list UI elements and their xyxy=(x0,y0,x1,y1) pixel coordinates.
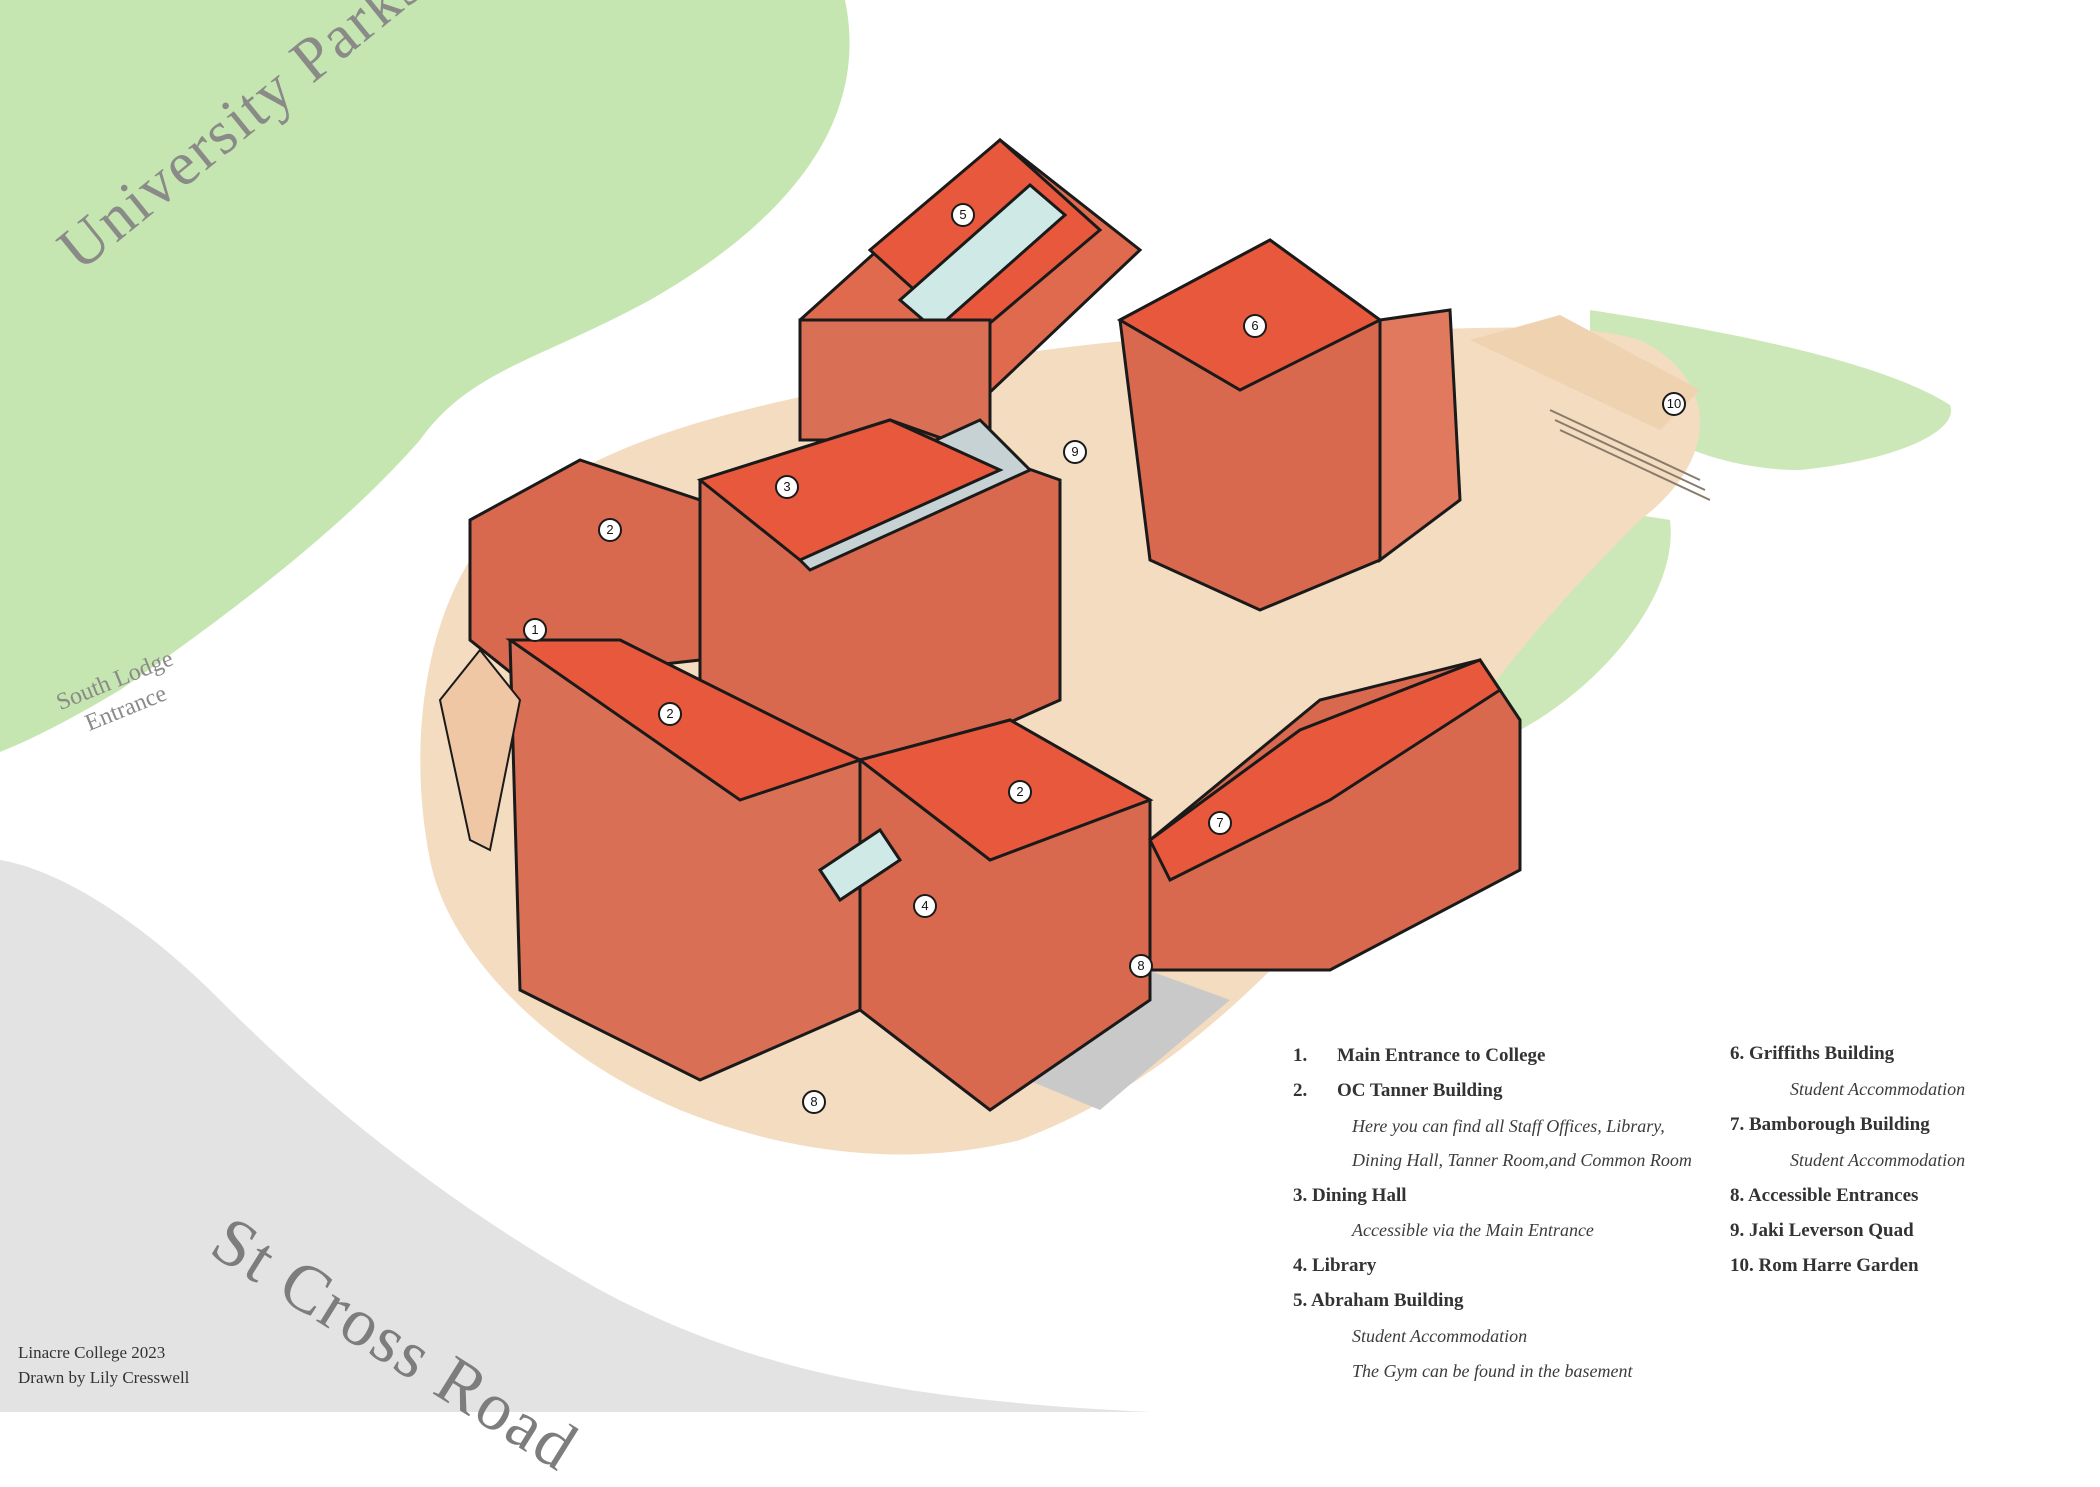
building-bamborough xyxy=(1148,658,1522,972)
legend-item-2-desc-2: Dining Hall, Tanner Room,and Common Room xyxy=(1352,1150,1692,1170)
marker-6[interactable]: 6 xyxy=(1243,314,1267,338)
legend-item-4: 4. Library xyxy=(1293,1255,1377,1276)
building-abraham xyxy=(798,138,1143,442)
marker-4[interactable]: 4 xyxy=(913,894,937,918)
legend-item-10: 10. Rom Harre Garden xyxy=(1730,1255,1919,1276)
legend-item-8: 8. Accessible Entrances xyxy=(1730,1185,1919,1206)
credits-line-2: Drawn by Lily Cresswell xyxy=(18,1368,190,1387)
campus-map xyxy=(0,0,1952,1412)
building-dining-hall xyxy=(696,418,1062,782)
marker-2a[interactable]: 2 xyxy=(598,518,622,542)
legend-item-2-index: 2. xyxy=(1293,1080,1308,1101)
legend-item-3: 3. Dining Hall xyxy=(1293,1185,1407,1206)
marker-8a[interactable]: 8 xyxy=(1129,954,1153,978)
legend-item-7: 7. Bamborough Building xyxy=(1730,1114,1930,1135)
legend-item-2: OC Tanner Building xyxy=(1337,1080,1503,1101)
marker-10[interactable]: 10 xyxy=(1662,392,1686,416)
credits: Linacre College 2023 Drawn by Lily Cress… xyxy=(18,1340,189,1390)
legend-item-6-desc: Student Accommodation xyxy=(1790,1079,1966,1099)
marker-2c[interactable]: 2 xyxy=(1008,780,1032,804)
legend-item-1-index: 1. xyxy=(1293,1045,1308,1066)
path-to-garden xyxy=(1470,315,1700,430)
legend-item-7-desc: Student Accommodation xyxy=(1790,1150,1966,1170)
legend-item-5-desc-1: Student Accommodation xyxy=(1352,1326,1528,1346)
marker-2b[interactable]: 2 xyxy=(658,702,682,726)
university-parks-area xyxy=(0,0,850,752)
garden-steps xyxy=(1549,409,1711,501)
marker-5[interactable]: 5 xyxy=(951,203,975,227)
marker-3[interactable]: 3 xyxy=(775,475,799,499)
legend-item-5: 5. Abraham Building xyxy=(1293,1290,1464,1311)
credits-line-1: Linacre College 2023 xyxy=(18,1343,166,1362)
marker-9[interactable]: 9 xyxy=(1063,440,1087,464)
stairs xyxy=(438,648,522,852)
marker-7[interactable]: 7 xyxy=(1208,811,1232,835)
legend-item-6: 6. Griffiths Building xyxy=(1730,1043,1895,1064)
legend-item-9: 9. Jaki Leverson Quad xyxy=(1730,1220,1914,1241)
marker-8b[interactable]: 8 xyxy=(802,1090,826,1114)
legend-item-3-desc: Accessible via the Main Entrance xyxy=(1352,1220,1594,1240)
legend-item-1: Main Entrance to College xyxy=(1337,1045,1546,1066)
marker-1[interactable]: 1 xyxy=(523,618,547,642)
legend-item-5-desc-2: The Gym can be found in the basement xyxy=(1352,1361,1633,1381)
st-cross-road-area xyxy=(0,860,1150,1412)
legend-item-2-desc-1: Here you can find all Staff Offices, Lib… xyxy=(1352,1116,1665,1136)
building-griffiths xyxy=(1116,238,1462,612)
